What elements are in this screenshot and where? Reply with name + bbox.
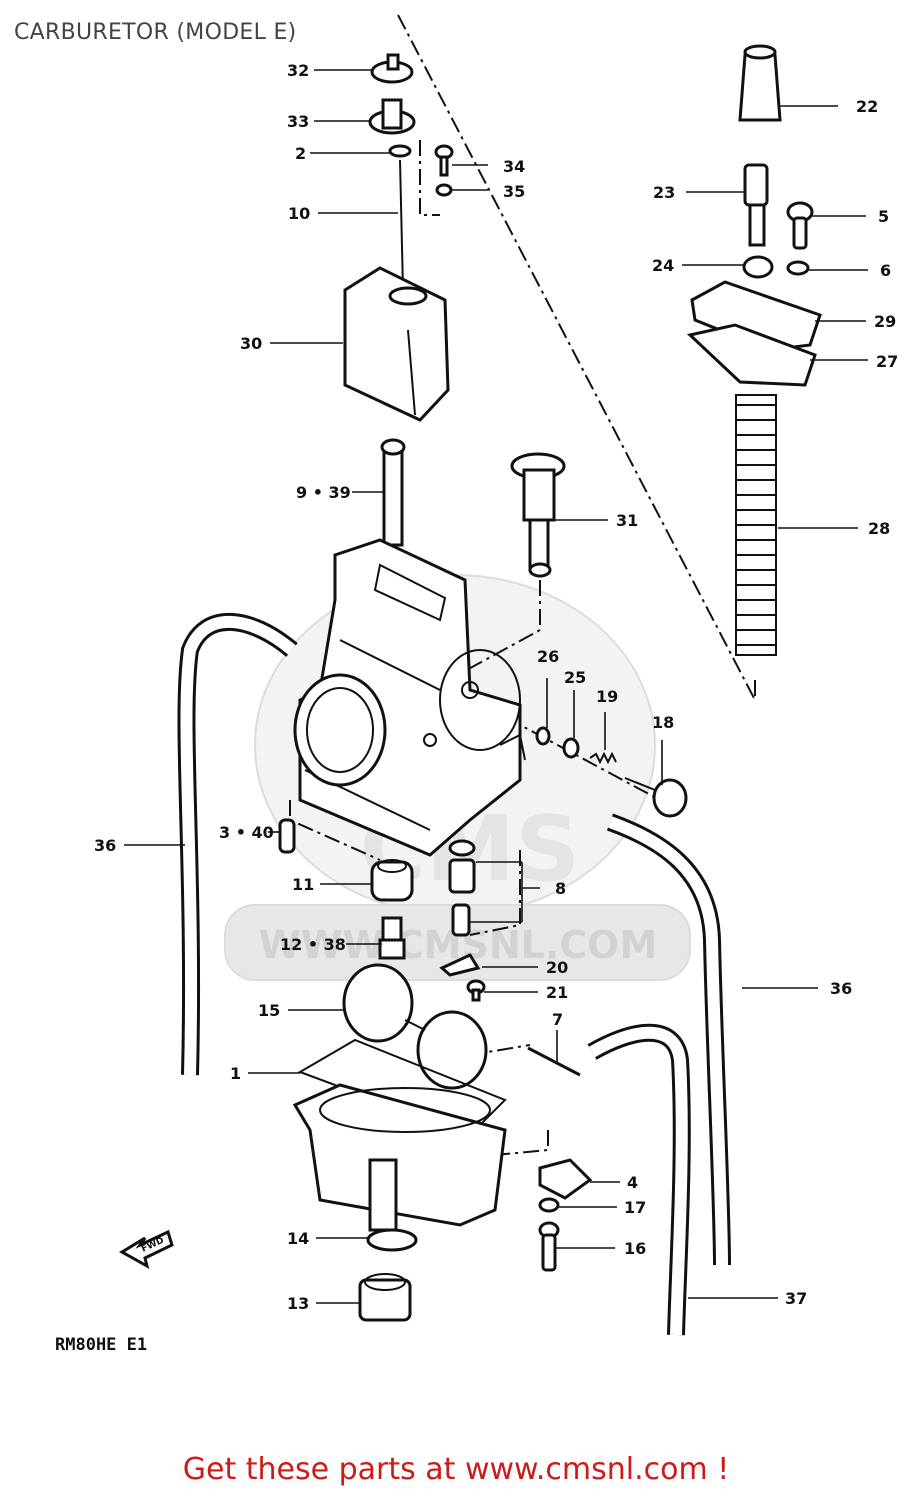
part-24-nut — [742, 255, 774, 279]
callout-28: 28 — [868, 519, 890, 538]
part-21-screw — [466, 979, 486, 1002]
callout-11: 11 — [292, 875, 314, 894]
callout-labels: 32 33 2 34 35 10 30 9 • 39 31 22 23 5 24… — [94, 61, 898, 1313]
part-30-throttle-valve — [343, 266, 450, 422]
part-8-needle-valve-set — [448, 839, 476, 937]
part-34-screw — [434, 144, 454, 177]
callout-14: 14 — [287, 1229, 309, 1248]
part-28-spring — [735, 394, 777, 656]
callout-18: 18 — [652, 713, 674, 732]
carburetor-body — [293, 538, 526, 857]
part-11-holder — [370, 859, 414, 902]
fwd-arrow-icon: FWD — [119, 1229, 174, 1270]
footer-parts-link[interactable]: Get these parts at www.cmsnl.com ! — [182, 1452, 730, 1487]
part-16-bolt — [538, 1221, 560, 1272]
callout-10: 10 — [288, 204, 310, 223]
callout-37: 37 — [785, 1289, 807, 1308]
part-27-gasket — [686, 323, 817, 387]
callout-22: 22 — [856, 97, 878, 116]
callout-9-39: 9 • 39 — [296, 483, 351, 502]
callout-16: 16 — [624, 1239, 646, 1258]
part-18-air-screw — [624, 777, 688, 818]
callout-25: 25 — [564, 668, 586, 687]
part-25-washer — [562, 737, 580, 759]
callout-13: 13 — [287, 1294, 309, 1313]
part-32-cap — [370, 53, 414, 84]
callout-21: 21 — [546, 983, 568, 1002]
callout-12-38: 12 • 38 — [280, 935, 346, 954]
part-17-washer — [538, 1197, 560, 1213]
part-37-hose-inner — [588, 1026, 688, 1336]
part-35-washer — [435, 183, 453, 197]
callout-34: 34 — [503, 157, 525, 176]
part-33-holder — [368, 98, 416, 135]
part-26-o-ring — [535, 726, 551, 746]
callout-4: 4 — [627, 1173, 638, 1192]
callout-19: 19 — [596, 687, 618, 706]
callout-32: 32 — [287, 61, 309, 80]
callout-2: 2 — [295, 144, 306, 163]
part-14-o-ring — [366, 1228, 418, 1252]
part-9-39-stud — [380, 438, 406, 547]
page-title: CARBURETOR (MODEL E) — [14, 20, 297, 45]
callout-23: 23 — [653, 183, 675, 202]
part-20-float-arm — [439, 953, 481, 977]
callout-24: 24 — [652, 256, 674, 275]
callout-20: 20 — [546, 958, 568, 977]
part-36-right-hose-inner — [607, 816, 728, 1266]
part-22-cap — [738, 44, 782, 122]
part-6-washer — [786, 260, 810, 276]
part-7-float-pin — [527, 1046, 581, 1077]
callout-15: 15 — [258, 1001, 280, 1020]
part-12-38-pilot-jet — [378, 916, 406, 960]
callout-7: 7 — [552, 1010, 563, 1029]
callout-6: 6 — [880, 261, 891, 280]
float-bowl — [292, 1083, 507, 1232]
callout-17: 17 — [624, 1198, 646, 1217]
callout-31: 31 — [616, 511, 638, 530]
callout-5: 5 — [878, 207, 889, 226]
callout-36-left: 36 — [94, 836, 116, 855]
callout-26: 26 — [537, 647, 559, 666]
callout-29: 29 — [874, 312, 896, 331]
part-29-top-cover — [690, 280, 822, 352]
diagram-reference-code: RM80HE E1 — [55, 1335, 148, 1355]
callout-30: 30 — [240, 334, 262, 353]
part-19-spring — [589, 751, 617, 765]
callout-1: 1 — [230, 1064, 241, 1083]
callout-27: 27 — [876, 352, 898, 371]
part-10-needle — [399, 159, 404, 291]
part-4-bracket — [538, 1158, 593, 1200]
callout-33: 33 — [287, 112, 309, 131]
part-2-clip — [388, 144, 412, 158]
callout-leader-lines — [124, 69, 868, 1304]
part-13-drain-plug — [358, 1273, 412, 1322]
part-36-left-hose-inner — [180, 615, 296, 1076]
part-15-float — [342, 963, 488, 1090]
part-31-choke-plunger — [510, 452, 566, 578]
callout-8: 8 — [555, 879, 566, 898]
part-23-adjuster — [743, 163, 769, 247]
part-5-screw — [786, 201, 814, 250]
callout-3-40: 3 • 40 — [219, 823, 274, 842]
callout-36-right: 36 — [830, 979, 852, 998]
callout-35: 35 — [503, 182, 525, 201]
part-3-40-jet — [278, 818, 296, 854]
